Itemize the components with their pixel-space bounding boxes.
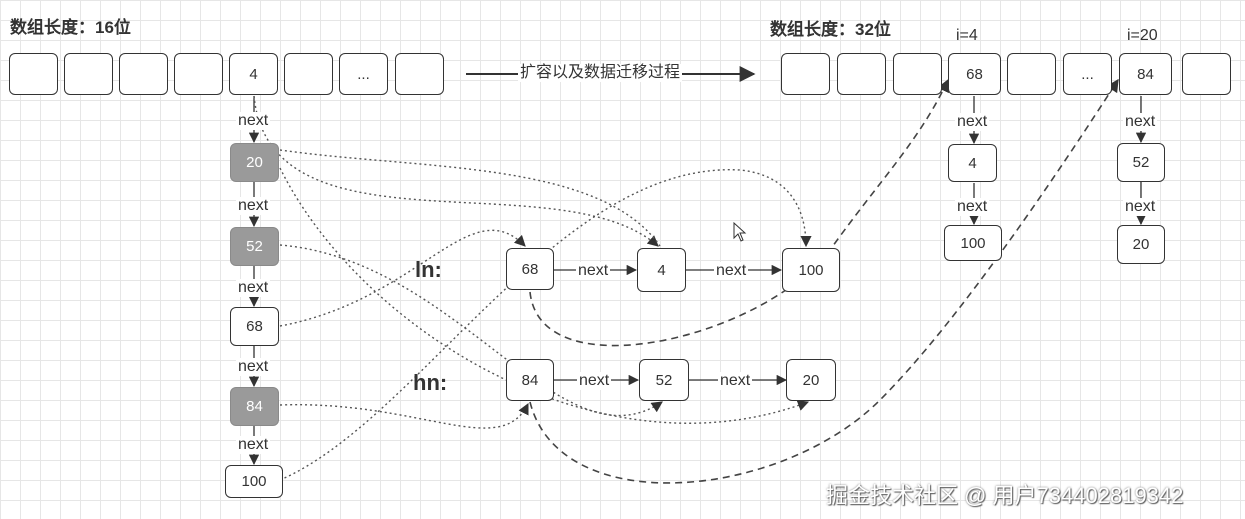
old-chain-node-52: 52 xyxy=(230,227,279,266)
new-array-cell xyxy=(837,53,886,95)
new-chain-node-100: 100 xyxy=(944,225,1002,261)
old-chain-node-20: 20 xyxy=(230,143,279,182)
next-label: next xyxy=(236,112,271,130)
dashed-ln-to-i4 xyxy=(529,78,949,347)
index-label-i20: i=20 xyxy=(1127,27,1158,44)
dotted-84-to-hn84 xyxy=(279,402,529,429)
old-chain-node-84: 84 xyxy=(230,387,279,426)
next-label: next xyxy=(236,279,271,297)
dotted-100-to-ln100 xyxy=(279,169,812,481)
cursor-icon xyxy=(733,222,747,242)
dotted-68-to-ln68 xyxy=(279,229,526,327)
hn-node-84: 84 xyxy=(506,359,554,401)
dotted-4-to-ln4 xyxy=(253,95,659,247)
new-array-cell xyxy=(1007,53,1056,95)
transfer-label: 扩容以及数据迁移过程 xyxy=(518,64,683,82)
dotted-20-curve xyxy=(279,149,661,247)
dotted-52-to-hn52 xyxy=(279,244,663,417)
ln-node-4: 4 xyxy=(637,248,686,292)
old-chain-node-100: 100 xyxy=(225,465,283,498)
new-array-title: 数组长度：32位 xyxy=(770,20,891,39)
next-label: next xyxy=(1123,113,1158,131)
hn-label: hn: xyxy=(413,370,448,395)
new-array-cell xyxy=(893,53,942,95)
next-label: next xyxy=(714,262,749,280)
new-array-cell-i4: 68 xyxy=(948,53,1001,95)
old-array-cell xyxy=(284,53,333,95)
next-label: next xyxy=(576,262,611,280)
next-label: next xyxy=(236,436,271,454)
index-label-i4: i=4 xyxy=(956,27,978,44)
old-array-title: 数组长度：16位 xyxy=(10,18,131,37)
new-chain-node-4: 4 xyxy=(948,144,997,182)
next-label: next xyxy=(718,372,753,390)
next-label: next xyxy=(1123,198,1158,216)
next-label: next xyxy=(236,358,271,376)
ln-node-100: 100 xyxy=(782,248,840,292)
ln-node-68: 68 xyxy=(506,248,554,290)
next-label: next xyxy=(577,372,612,390)
new-chain-node-20: 20 xyxy=(1117,225,1165,264)
dashed-hn-to-i20 xyxy=(529,78,1119,484)
next-label: next xyxy=(236,197,271,215)
dotted-20-to-hn20 xyxy=(279,167,810,424)
new-array-cell xyxy=(1182,53,1231,95)
hn-node-52: 52 xyxy=(639,359,689,401)
old-array-cell xyxy=(119,53,168,95)
new-array-cell-i20: 84 xyxy=(1119,53,1172,95)
hn-node-20: 20 xyxy=(786,359,836,401)
old-array-cell xyxy=(395,53,444,95)
old-array-cell xyxy=(174,53,223,95)
next-label: next xyxy=(955,198,990,216)
new-chain-node-52: 52 xyxy=(1117,143,1165,182)
ln-label: ln: xyxy=(415,257,442,282)
old-array-cell-ellipsis: ... xyxy=(339,53,388,95)
new-array-cell xyxy=(781,53,830,95)
next-label: next xyxy=(955,113,990,131)
old-array-cell xyxy=(9,53,58,95)
old-chain-node-68: 68 xyxy=(230,307,279,346)
old-array-cell xyxy=(64,53,113,95)
old-array-cell-4: 4 xyxy=(229,53,278,95)
new-array-cell-ellipsis: ... xyxy=(1063,53,1112,95)
watermark: 掘金技术社区 @ 用户734402819342 xyxy=(826,483,1184,508)
